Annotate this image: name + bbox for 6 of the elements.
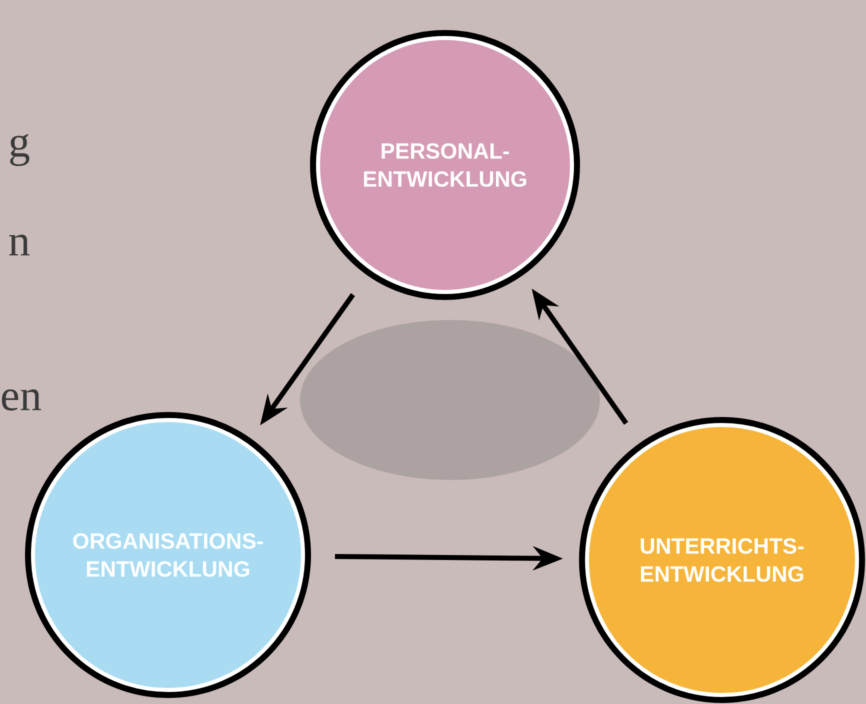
cut-text: en (2, 389, 42, 411)
circle-node: ORGANISATIONS- ENTWICKLUNG (25, 412, 311, 698)
circle-node: UNTERRICHTS- ENTWICKLUNG (579, 417, 866, 703)
circle-node: PERSONAL- ENTWICKLUNG (310, 30, 580, 300)
cut-text: g (10, 134, 30, 166)
cut-text: n (9, 234, 30, 256)
